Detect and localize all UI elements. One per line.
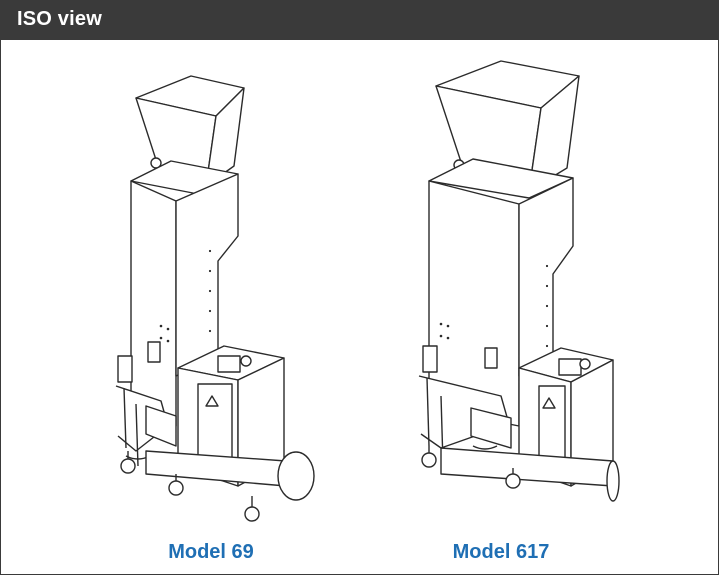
panel-header: ISO view: [1, 1, 718, 40]
granulator-drawing-icon: [115, 75, 315, 522]
panel-title: ISO view: [17, 8, 102, 30]
model-69-caption: Model 69: [168, 541, 254, 563]
model-617-caption: Model 617: [452, 541, 550, 563]
granulator-drawing-icon: [418, 60, 620, 502]
